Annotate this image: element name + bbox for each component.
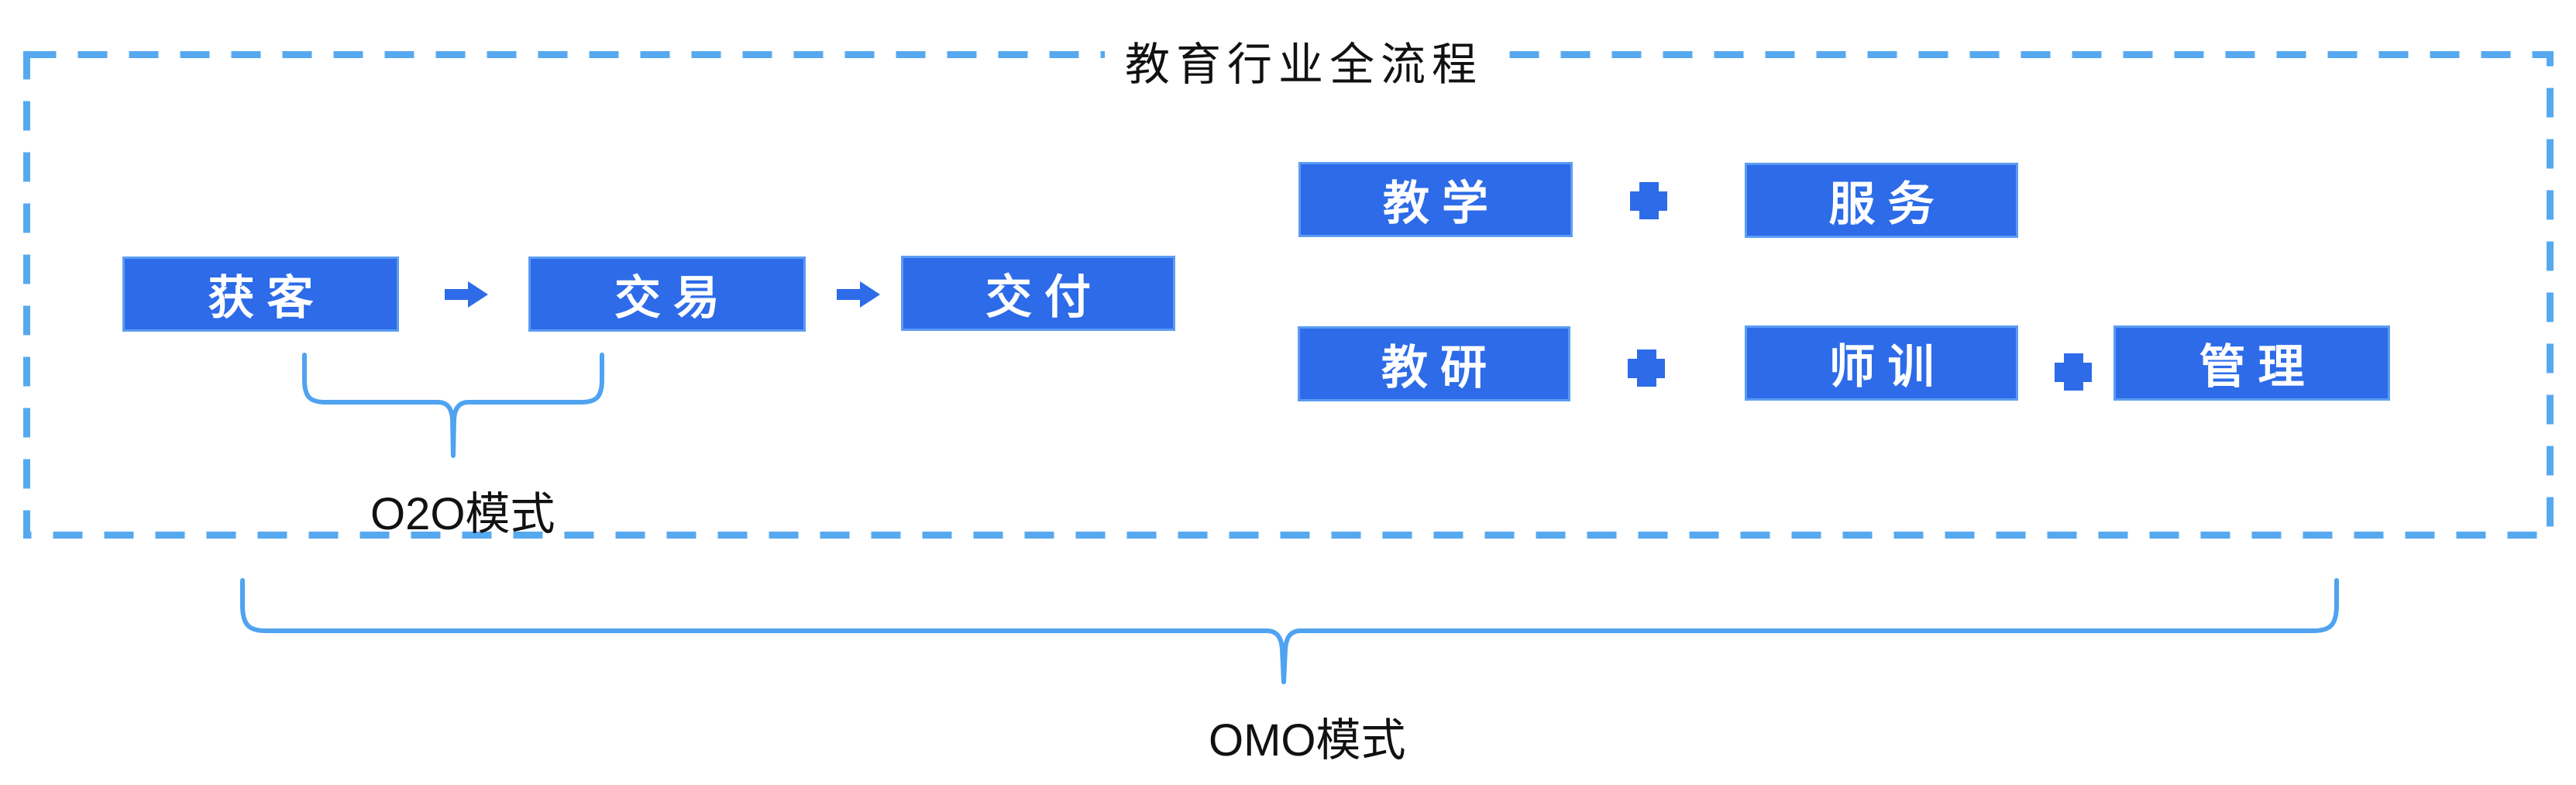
flow-step-label: 交付	[985, 271, 1103, 323]
dashed-frame-border	[23, 51, 2554, 539]
flow-step-box-delivery: 交付	[901, 256, 1175, 331]
plus-icon	[1628, 349, 1665, 387]
o2o-brace-icon	[302, 353, 604, 458]
service-box-label: 服务	[1828, 178, 1947, 230]
omo-mode-label: OMO模式	[1209, 715, 1406, 766]
diagram-title: 教育行业全流程	[1105, 26, 1504, 95]
service-box: 服务	[1745, 163, 2018, 238]
flow-step-label: 获客	[208, 272, 326, 324]
teacher-training-box-label: 师训	[1828, 341, 1947, 393]
teaching-box: 教学	[1298, 162, 1573, 237]
arrow-right-icon	[445, 281, 488, 308]
plus-icon	[1630, 182, 1667, 219]
teaching-box-label: 教学	[1383, 177, 1501, 229]
flow-step-box-transaction: 交易	[528, 257, 806, 332]
management-box-label: 管理	[2199, 341, 2317, 393]
research-box: 教研	[1298, 326, 1570, 401]
o2o-mode-label: O2O模式	[370, 489, 555, 539]
plus-icon	[2055, 353, 2092, 391]
omo-brace-icon	[240, 578, 2339, 684]
arrow-right-icon	[837, 281, 880, 308]
research-box-label: 教研	[1381, 342, 1499, 394]
management-box: 管理	[2113, 325, 2390, 401]
flow-step-label: 交易	[614, 272, 732, 324]
flow-step-box-acquire: 获客	[122, 257, 399, 332]
teacher-training-box: 师训	[1745, 325, 2018, 401]
